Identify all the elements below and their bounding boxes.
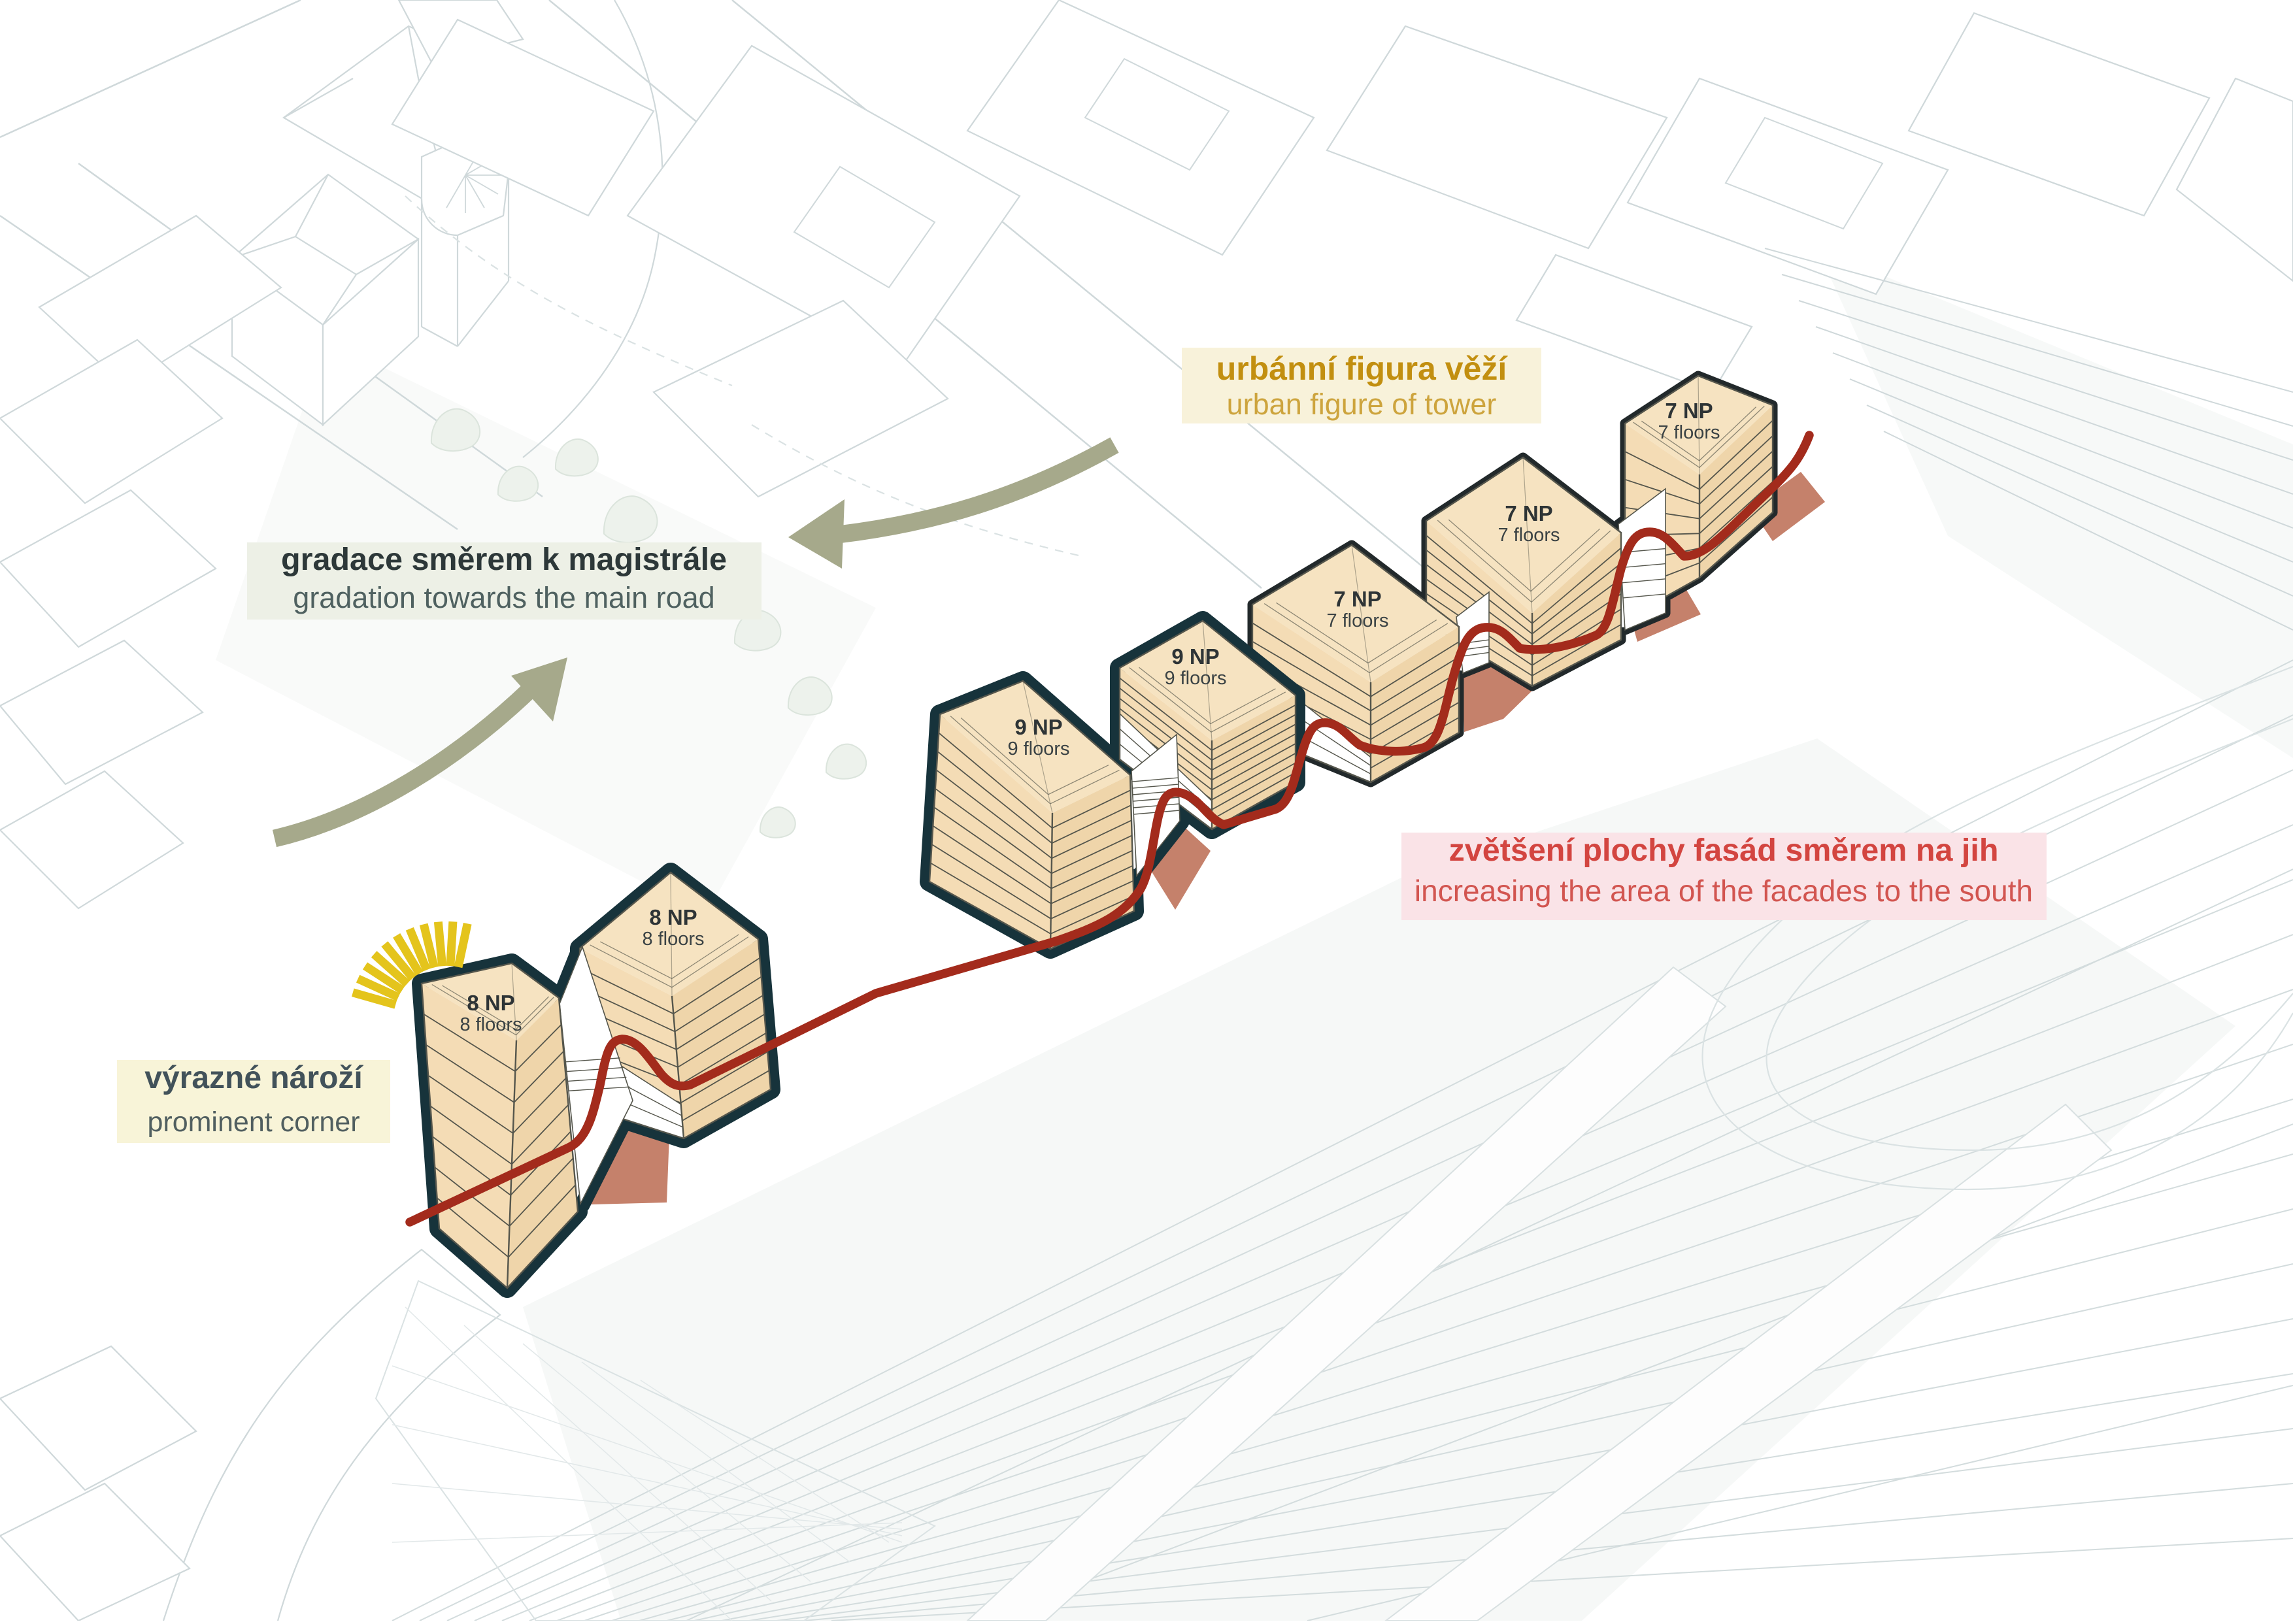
svg-text:výrazné nároží: výrazné nároží: [144, 1061, 363, 1095]
svg-text:9 floors: 9 floors: [1164, 668, 1226, 689]
svg-text:zvětšení plochy fasád směrem n: zvětšení plochy fasád směrem na jih: [1449, 833, 1999, 868]
svg-text:urbánní figura věží: urbánní figura věží: [1216, 350, 1509, 387]
svg-text:9 NP: 9 NP: [1014, 715, 1062, 739]
svg-text:7 floors: 7 floors: [1498, 525, 1560, 546]
svg-text:7 NP: 7 NP: [1505, 501, 1552, 525]
svg-text:9 floors: 9 floors: [1007, 738, 1069, 759]
svg-text:8 NP: 8 NP: [467, 991, 514, 1015]
svg-text:gradation towards the main roa: gradation towards the main road: [293, 581, 714, 614]
svg-text:gradace směrem k magistrále: gradace směrem k magistrále: [281, 542, 727, 577]
svg-text:8 floors: 8 floors: [642, 929, 704, 950]
svg-text:7 NP: 7 NP: [1333, 587, 1381, 611]
svg-text:increasing the area of the fac: increasing the area of the facades to th…: [1414, 874, 2033, 908]
svg-text:urban figure of tower: urban figure of tower: [1227, 388, 1497, 421]
svg-text:8 NP: 8 NP: [649, 905, 697, 929]
svg-text:7 floors: 7 floors: [1658, 422, 1720, 443]
svg-text:7 floors: 7 floors: [1326, 610, 1388, 631]
svg-text:9 NP: 9 NP: [1171, 644, 1219, 669]
svg-text:8 floors: 8 floors: [460, 1014, 522, 1035]
svg-text:prominent corner: prominent corner: [147, 1106, 360, 1138]
svg-text:7 NP: 7 NP: [1665, 399, 1713, 423]
